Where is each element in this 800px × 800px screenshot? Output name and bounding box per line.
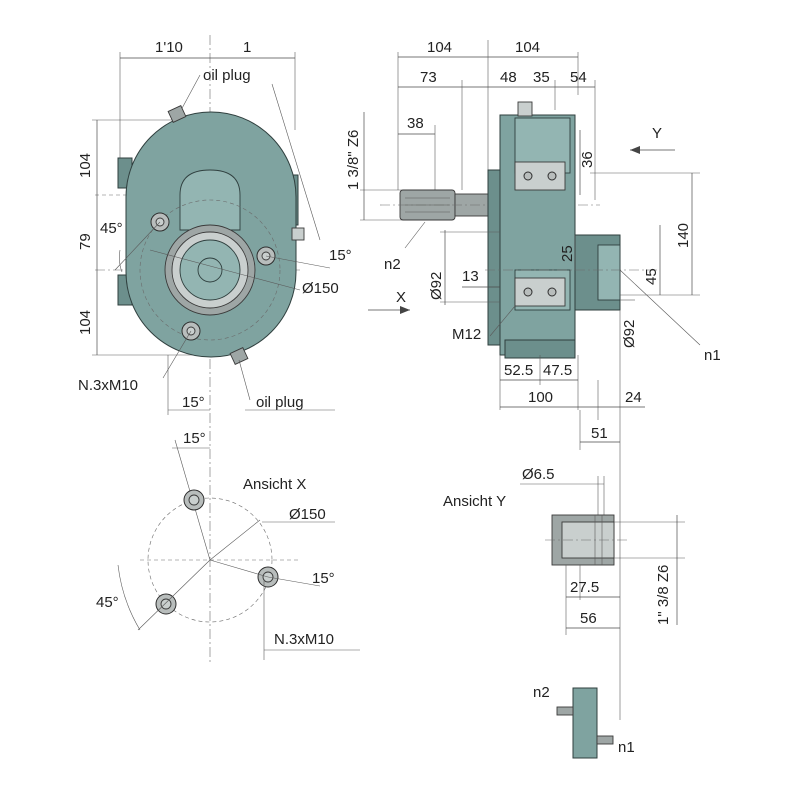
side-plate-upper-bolt-1 — [523, 171, 533, 181]
n1-side-label: n1 — [704, 347, 721, 364]
viewx-45-arc — [117, 564, 141, 631]
oil-plug-top — [167, 105, 187, 123]
dia-6-5-label: Ø6.5 — [522, 466, 555, 483]
view-x: 15° Ansicht X Ø150 15° 45° N.3xM10 — [96, 430, 360, 660]
shaft-schematic: n2 n1 — [533, 684, 635, 759]
side-plate-upper-bolt-2 — [547, 171, 557, 181]
output-hub-side — [597, 244, 621, 301]
title-view-x: Ansicht X — [243, 476, 306, 493]
dim-51-label: 51 — [591, 425, 608, 442]
x-arrow-label: X — [396, 289, 406, 306]
angle-15-line-front — [265, 255, 331, 269]
schematic-shaft-n1 — [596, 735, 614, 745]
schematic-shaft-n2 — [556, 706, 574, 716]
angle-15-viewx-label: 15° — [183, 430, 206, 447]
viewx-ray-bolt2 — [209, 559, 269, 578]
y-arrow-head — [630, 146, 640, 154]
oil-plug-side-leader — [271, 83, 321, 241]
dim-27-5-label: 27.5 — [570, 579, 599, 596]
n2-side-leader — [404, 221, 426, 249]
angle-15-front-label: 15° — [329, 247, 352, 264]
dia-150-front-label: Ø150 — [302, 280, 339, 297]
dim-38-label: 38 — [407, 115, 424, 132]
dim-35-label: 35 — [533, 69, 550, 86]
top-104-right-label: 104 — [515, 39, 540, 56]
angle-45-front-label: 45° — [100, 220, 123, 237]
side-oil-plug — [517, 101, 533, 117]
dim-54-label: 54 — [570, 69, 587, 86]
dim-52-5-label: 52.5 — [504, 362, 533, 379]
x-arrow-head — [400, 306, 410, 314]
dia-92-right-label: Ø92 — [621, 320, 638, 348]
dia-150-viewx-label: Ø150 — [289, 506, 326, 523]
viewx-dia-leader — [209, 519, 261, 561]
dim-73-label: 73 — [420, 69, 437, 86]
dia150-leader-front — [149, 249, 301, 291]
dim-104-lower-label: 104 — [77, 310, 94, 335]
n2-schematic-label: n2 — [533, 684, 550, 701]
side-plate-lower — [514, 277, 566, 307]
side-plate-lower-bolt-1 — [523, 287, 533, 297]
viewx-pitch-circle — [147, 497, 273, 623]
n1-side-leader — [619, 269, 701, 346]
angle-15-lower-label: 15° — [182, 394, 205, 411]
side-plate-upper — [514, 161, 566, 191]
viewx-ray-bolt3 — [137, 559, 211, 631]
dim-24-label: 24 — [625, 389, 642, 406]
y-arrow-label: Y — [652, 125, 662, 142]
dim-140-label: 140 — [675, 223, 692, 248]
n2-side-label: n2 — [384, 256, 401, 273]
angle-45-arc — [119, 249, 123, 273]
side-flange-left — [487, 169, 501, 346]
output-shaft — [197, 257, 223, 283]
dim-56-label: 56 — [580, 610, 597, 627]
top-104-left-label: 104 — [427, 39, 452, 56]
spline-spec-left-label: 1 3/8" Z6 — [345, 130, 362, 190]
threads-front-leader — [162, 330, 192, 379]
angle-45-line — [114, 221, 161, 271]
dim-100-label: 100 — [528, 389, 553, 406]
oil-plug-top-label: oil plug — [203, 67, 251, 84]
oil-plug-bottom-label: oil plug — [256, 394, 304, 411]
title-view-y: Ansicht Y — [443, 493, 506, 510]
m12-leader — [489, 305, 516, 337]
dim-47-5-label: 47.5 — [543, 362, 572, 379]
n1-schematic-label: n1 — [618, 739, 635, 756]
front-top-dim-left-label: 1'10 — [155, 39, 183, 56]
schematic-body — [572, 687, 598, 759]
side-view: 104 104 73 48 35 54 38 1 3/8" Z6 — [345, 39, 721, 720]
dim-104-upper-label: 104 — [77, 153, 94, 178]
m12-label: M12 — [452, 326, 481, 343]
front-view: 1'10 1 oil plug 104 79 104 — [77, 35, 352, 665]
angle-45-viewx-label: 45° — [96, 594, 119, 611]
angle-15-right-viewx-label: 15° — [312, 570, 335, 587]
front-top-dim-right-label: 1 — [243, 39, 251, 56]
viewx-bolt-3 — [155, 593, 177, 615]
threads-viewx-label: N.3xM10 — [274, 631, 334, 648]
oil-plug-top-leader — [179, 74, 201, 113]
viewx-bolt-1 — [183, 489, 205, 511]
dim-36-label: 36 — [579, 151, 596, 168]
spline-spec-y-label: 1" 3/8 Z6 — [655, 565, 672, 625]
dia-92-left-label: Ø92 — [428, 272, 445, 300]
dim-45-label: 45 — [643, 268, 660, 285]
dim-25-label: 25 — [559, 245, 576, 262]
view-y: Ø6.5 Ansicht Y 1" 3/8 Z6 27.5 56 — [443, 466, 685, 635]
threads-front-label: N.3xM10 — [78, 377, 138, 394]
dim-48-label: 48 — [500, 69, 517, 86]
dim-79-label: 79 — [77, 233, 94, 250]
oil-plug-bottom-leader — [238, 359, 251, 401]
dim-13-label: 13 — [462, 268, 479, 285]
side-plate-lower-bolt-2 — [547, 287, 557, 297]
oil-plug-bottom — [229, 347, 249, 365]
viewx-15-leader — [267, 576, 321, 587]
front-pitch-circle — [139, 199, 281, 341]
oil-plug-side — [291, 227, 305, 241]
